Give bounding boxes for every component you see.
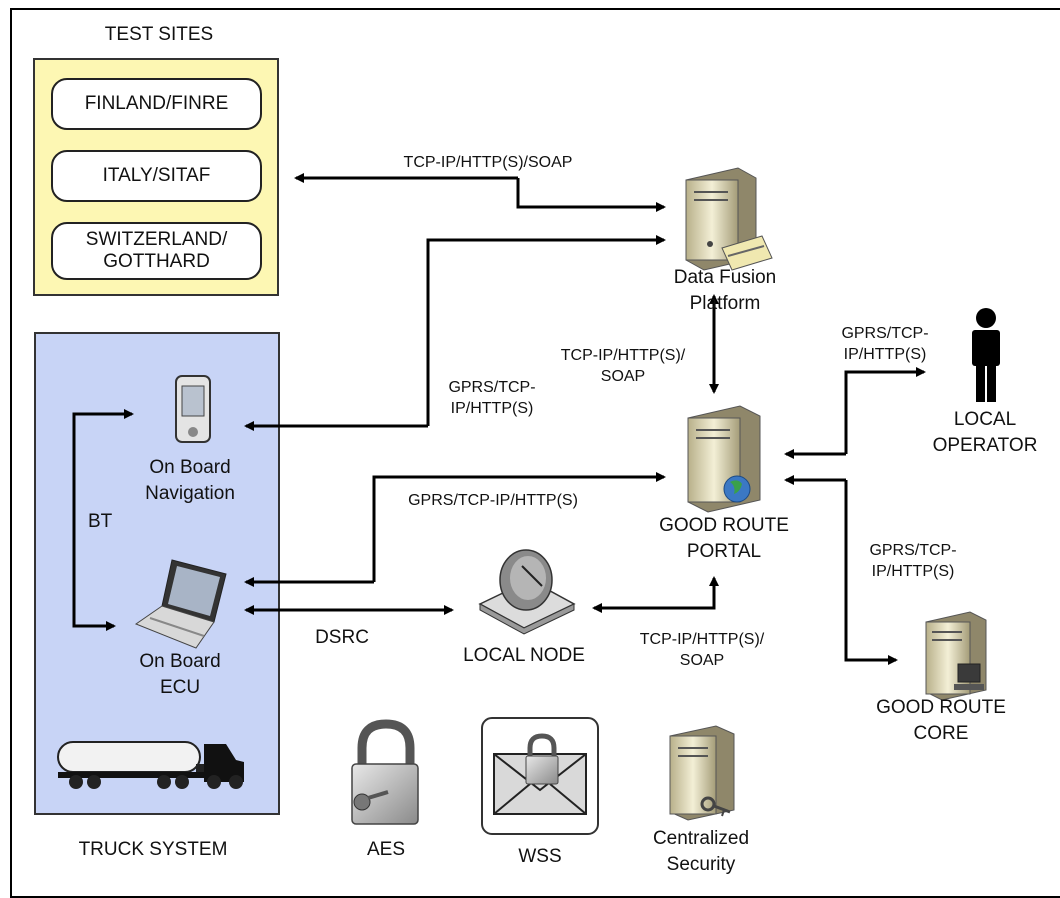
padlock-icon — [351, 719, 419, 825]
bt-label: BT — [88, 511, 113, 532]
link-test-fusion — [516, 178, 666, 212]
pda-icon — [175, 375, 211, 443]
envelope-lock-icon — [481, 717, 599, 835]
wss-label: WSS — [518, 846, 562, 867]
centralized-security-label: Centralized Security — [652, 828, 750, 875]
on-board-navigation-label: On Board Navigation — [145, 457, 235, 504]
on-board-ecu-label: On Board ECU — [139, 651, 221, 698]
portal-server-icon — [687, 405, 761, 513]
connectors — [72, 173, 926, 665]
data-fusion-label: Data Fusion Platform — [673, 267, 777, 314]
core-label: GOOD ROUTE CORE — [876, 697, 1006, 744]
link-label-fusion-portal: TCP-IP/HTTP(S)/ SOAP — [560, 347, 686, 385]
link-label-nav-fusion: GPRS/TCP- IP/HTTP(S) — [448, 379, 536, 417]
truck-icon — [57, 741, 244, 789]
core-server-icon — [925, 611, 987, 701]
truck-system-title: TRUCK SYSTEM — [78, 839, 228, 860]
site-finland: FINLAND/FINRE — [51, 78, 262, 130]
link-node-portal — [650, 576, 719, 610]
local-operator-label: LOCAL OPERATOR — [932, 409, 1038, 456]
link-label-portal-core: GPRS/TCP- IP/HTTP(S) — [869, 542, 957, 580]
local-node-label: LOCAL NODE — [463, 645, 585, 666]
test-sites-title: TEST SITES — [104, 24, 214, 45]
link-label-ecu-portal: GPRS/TCP-IP/HTTP(S) — [408, 492, 578, 509]
data-fusion-server-icon — [685, 167, 773, 271]
satellite-dish-icon — [478, 549, 576, 635]
link-portal-core — [844, 480, 898, 665]
site-switzerland: SWITZERLAND/ GOTTHARD — [51, 222, 262, 280]
aes-label: AES — [366, 839, 406, 860]
link-bt — [72, 409, 134, 470]
link-label-portal-operator: GPRS/TCP- IP/HTTP(S) — [841, 325, 929, 363]
link-label-test-fusion: TCP-IP/HTTP(S)/SOAP — [403, 154, 573, 171]
portal-label: GOOD ROUTE PORTAL — [659, 515, 789, 562]
laptop-icon — [134, 559, 227, 649]
link-bt-back — [72, 470, 116, 631]
link-label-node-portal: TCP-IP/HTTP(S)/ SOAP — [639, 631, 765, 669]
link-ecu-portal — [372, 472, 666, 582]
link-label-dsrc: DSRC — [315, 627, 369, 648]
link-nav-fusion — [426, 235, 666, 426]
centralized-security-server-icon — [669, 725, 735, 821]
site-italy: ITALY/SITAF — [51, 150, 262, 202]
link-portal-operator — [844, 367, 926, 454]
person-icon — [972, 308, 1000, 402]
